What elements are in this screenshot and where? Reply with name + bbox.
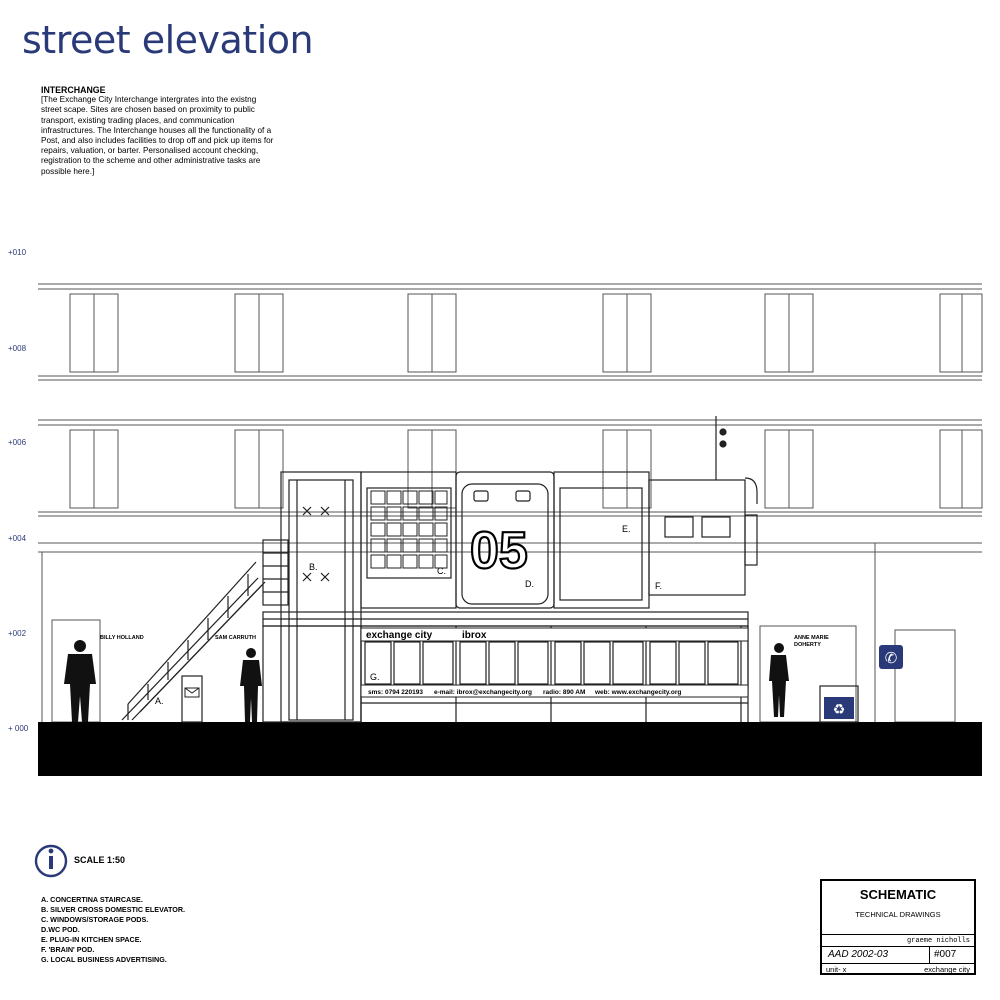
background-building-upper — [38, 283, 983, 381]
person-sam — [240, 648, 262, 722]
legend-item: E. PLUG-IN KITCHEN SPACE. — [41, 935, 142, 944]
label-g: G. — [370, 672, 380, 682]
legend-item: D.WC POD. — [41, 925, 80, 934]
ground-slab — [38, 722, 982, 776]
kitchen-pod — [553, 471, 650, 609]
label-e: E. — [622, 524, 631, 534]
pod-number: 05 — [470, 522, 528, 580]
people — [64, 640, 789, 722]
level-004: +004 — [8, 534, 27, 543]
contact-email: e-mail: ibrox@exchangecity.org — [434, 689, 532, 696]
contact-radio: radio: 890 AM — [543, 689, 585, 696]
sign-band — [360, 627, 749, 642]
phone-icon: ✆ — [879, 645, 903, 669]
title-block-number: #007 — [934, 949, 957, 960]
post-box — [181, 675, 203, 723]
sign-left: exchange city — [366, 630, 433, 641]
svg-text:♻: ♻ — [833, 701, 846, 717]
legend: A. CONCERTINA STAIRCASE. B. SILVER CROSS… — [41, 895, 185, 965]
label-f: F. — [655, 581, 662, 591]
title-block-code: AAD 2002-03 — [828, 949, 889, 960]
legend-item: C. WINDOWS/STORAGE PODS. — [41, 915, 149, 924]
advertising-kiosk — [262, 625, 749, 723]
brain-pod — [648, 416, 758, 596]
recycle-icon: ♻ — [824, 697, 854, 719]
page-title: street elevation — [22, 18, 314, 62]
label-b: B. — [309, 562, 318, 572]
contact-band — [360, 684, 749, 698]
background-building-lower — [38, 419, 983, 722]
svg-text:✆: ✆ — [885, 650, 898, 667]
legend-item: B. SILVER CROSS DOMESTIC ELEVATOR. — [41, 905, 186, 914]
person-anne — [769, 643, 789, 717]
level-010: +010 — [8, 248, 27, 257]
mail-icon — [184, 687, 200, 698]
person-anne-name-2: DOHERTY — [794, 642, 821, 648]
storage-pod-grid — [370, 490, 448, 569]
person-anne-name-1: ANNE MARIE — [794, 635, 829, 641]
info-icon — [34, 844, 68, 878]
phone-kiosk-frame — [894, 629, 956, 723]
label-a: A. — [155, 696, 164, 706]
person-billy — [64, 640, 96, 722]
title-block-subtitle: TECHNICAL DRAWINGS — [855, 910, 941, 919]
title-block-unit: unit- x — [826, 965, 847, 974]
level-000: + 000 — [8, 724, 29, 733]
contact-web: web: www.exchangecity.org — [594, 689, 681, 696]
recycling-bin — [819, 685, 859, 723]
person-billy-name: BILLY HOLLAND — [100, 635, 144, 641]
legend-item: G. LOCAL BUSINESS ADVERTISING. — [41, 955, 167, 964]
title-block: SCHEMATIC TECHNICAL DRAWINGS graeme nich… — [820, 879, 976, 975]
concertina-staircase — [121, 539, 289, 721]
interchange-structure — [121, 416, 859, 723]
title-block-place: exchange city — [924, 965, 970, 974]
label-d: D. — [525, 579, 534, 589]
title-block-title: SCHEMATIC — [859, 887, 937, 902]
level-006: +006 — [8, 438, 27, 447]
elevator-tower — [280, 471, 362, 723]
scale-label: SCALE 1:50 — [74, 855, 126, 865]
intro-heading: INTERCHANGE — [41, 85, 106, 95]
contact-sms: sms: 0794 220193 — [368, 689, 423, 696]
legend-item: F. 'BRAIN' POD. — [41, 945, 95, 954]
intro-text: INTERCHANGE [The Exchange City Interchan… — [41, 85, 279, 177]
title-block-author: graeme nicholls — [906, 937, 970, 945]
label-c: C. — [437, 566, 446, 576]
person-sam-name: SAM CARRUTH — [215, 635, 256, 641]
intro-body: [The Exchange City Interchange intergrat… — [41, 95, 274, 176]
level-008: +008 — [8, 344, 27, 353]
legend-item: A. CONCERTINA STAIRCASE. — [41, 895, 143, 904]
level-002: +002 — [8, 629, 27, 638]
sign-right: ibrox — [462, 630, 487, 641]
